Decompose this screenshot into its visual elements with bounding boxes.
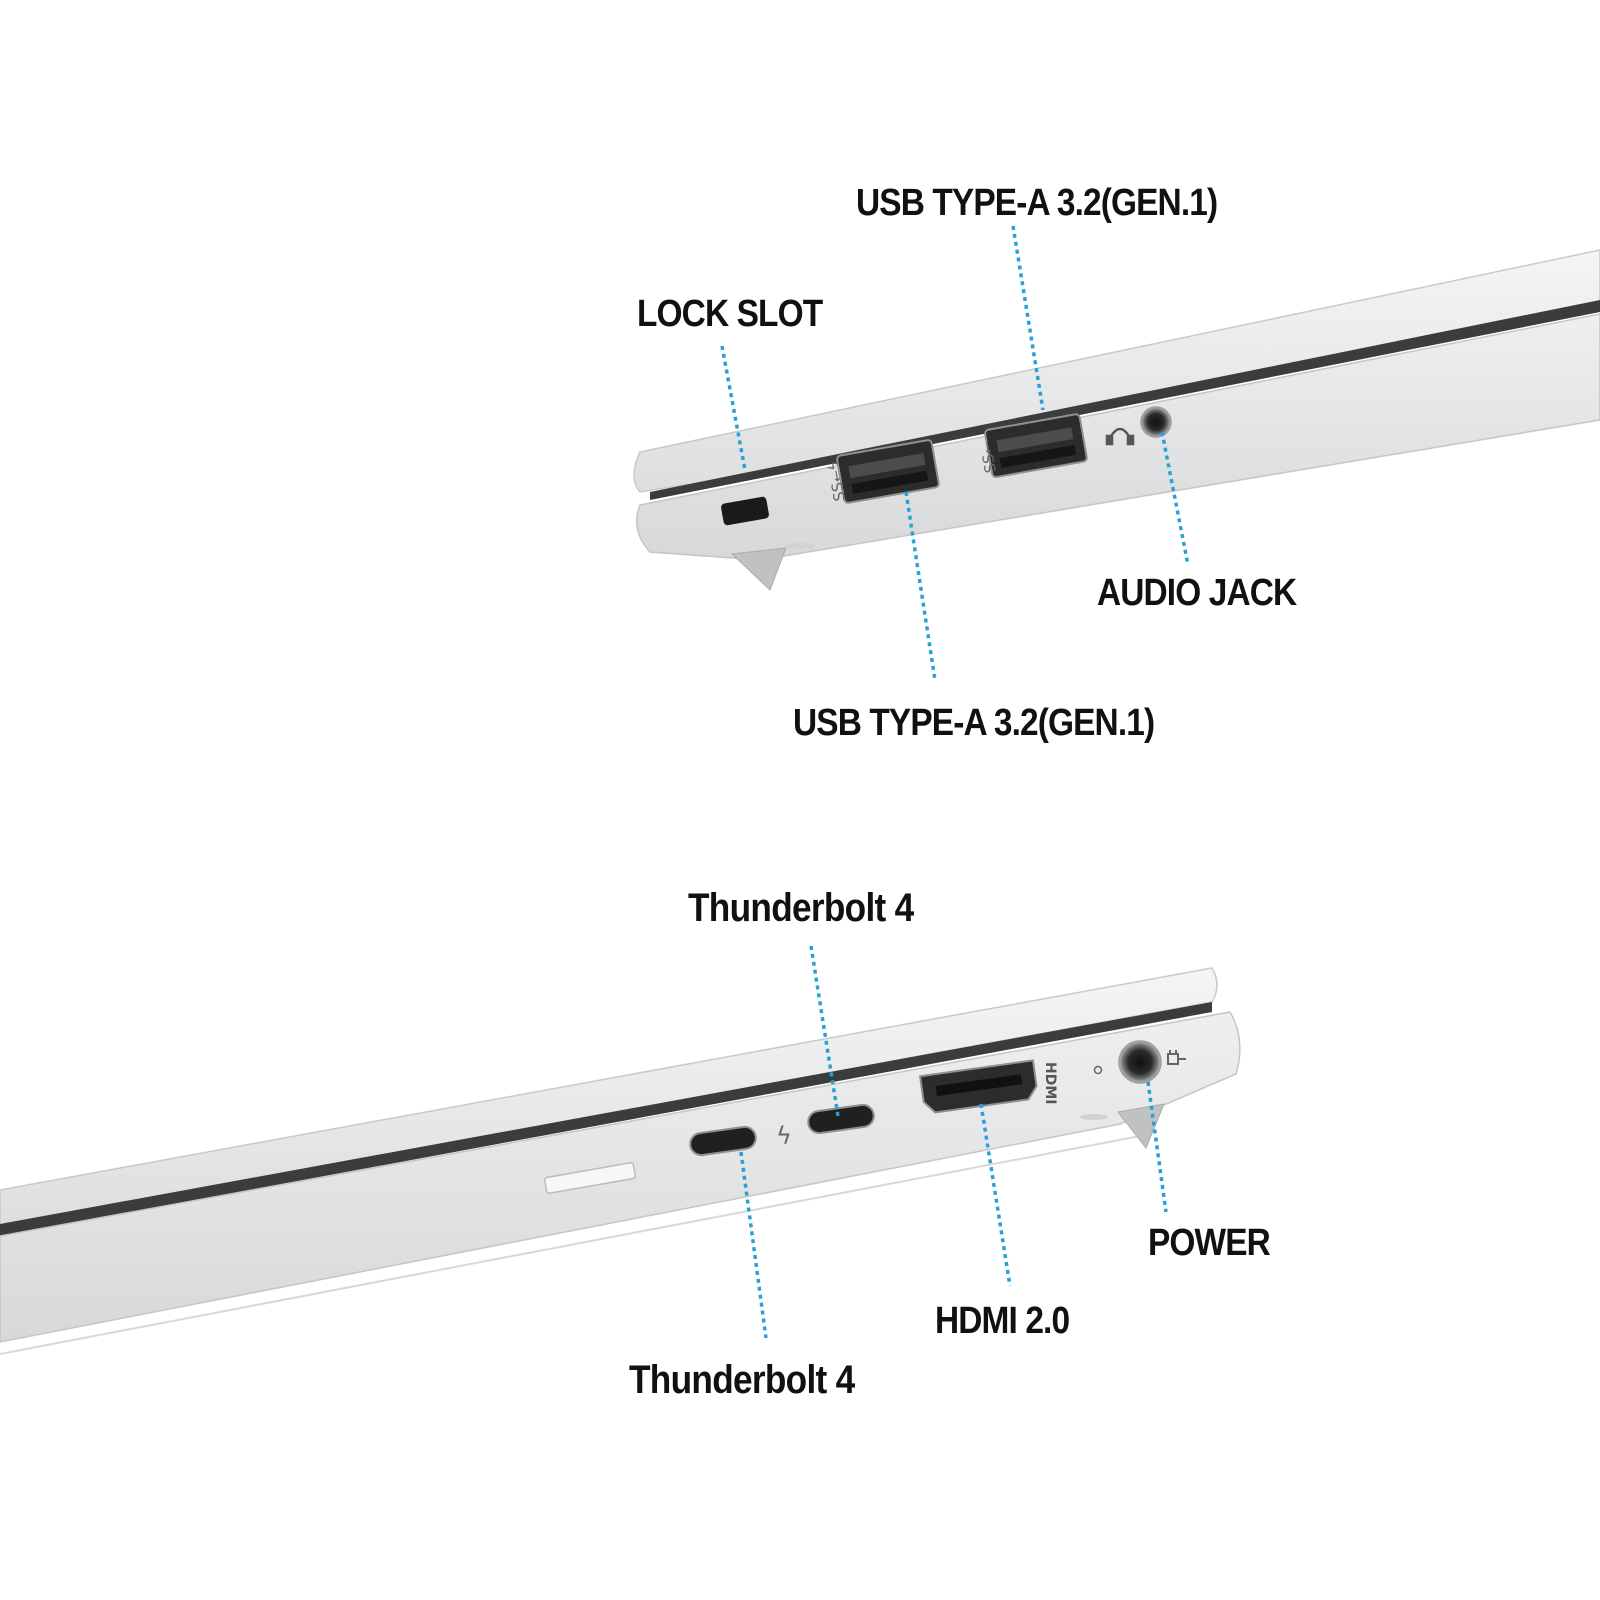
- thunderbolt-port-1: [689, 1125, 757, 1157]
- left-side-laptop: SS⭠ϟ SS⭠: [633, 225, 1600, 681]
- callout-line-usb-a-top: [1011, 225, 1045, 411]
- lock-slot-icon: [721, 496, 769, 526]
- lid-right: [0, 967, 1218, 1227]
- status-led-right: [1080, 1114, 1108, 1120]
- headset-icon: [1105, 427, 1135, 446]
- thunderbolt-port-2: [807, 1103, 875, 1135]
- hdmi-port-icon: [918, 1059, 1038, 1114]
- foot-right: [1117, 1103, 1165, 1149]
- right-side-laptop: ϟ HDMI: [0, 945, 1241, 1355]
- power-led-icon: [1093, 1065, 1103, 1075]
- label-usb-a-top: USB TYPE-A 3.2(GEN.1): [856, 182, 1218, 224]
- callout-line-audio-jack: [1160, 431, 1190, 566]
- label-audio-jack: AUDIO JACK: [1097, 572, 1297, 614]
- usb-a-port-1: [836, 439, 940, 504]
- label-lock-slot: LOCK SLOT: [637, 293, 823, 335]
- callout-line-hdmi: [979, 1103, 1012, 1287]
- callout-line-lock-slot: [720, 345, 747, 471]
- label-thunderbolt-bottom: Thunderbolt 4: [629, 1358, 855, 1402]
- callout-line-power: [1146, 1081, 1168, 1213]
- status-led-left: [786, 543, 814, 549]
- foot-left: [730, 547, 787, 591]
- dc-jack-icon: [1118, 1040, 1162, 1084]
- power-plug-icon: [1167, 1050, 1186, 1065]
- audio-jack-icon: [1140, 406, 1172, 438]
- usb-a-port-2: [984, 413, 1088, 478]
- base-shadow-right: [0, 1135, 1141, 1355]
- hinge-gap-right: [0, 1002, 1212, 1236]
- card-slot: [544, 1162, 636, 1194]
- thunderbolt-icon: ϟ: [776, 1122, 792, 1150]
- hdmi-logo: HDMI: [1042, 1062, 1058, 1104]
- label-hdmi: HDMI 2.0: [935, 1300, 1070, 1342]
- label-thunderbolt-top: Thunderbolt 4: [688, 886, 914, 930]
- label-power: POWER: [1148, 1222, 1271, 1264]
- label-usb-a-bottom: USB TYPE-A 3.2(GEN.1): [793, 702, 1155, 744]
- usb-superspeed-icon: SS⭠: [977, 441, 1000, 475]
